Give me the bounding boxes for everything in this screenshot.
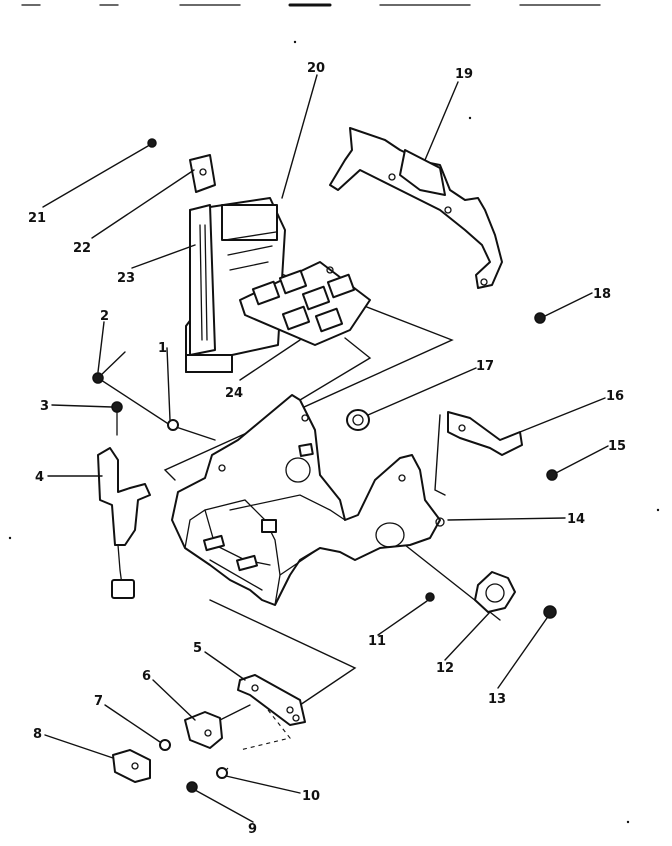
callout-10: 10 (302, 789, 320, 804)
callout-labels: 1 2 3 4 5 6 7 8 9 10 11 12 13 14 15 16 1… (28, 61, 626, 837)
callout-24: 24 (225, 386, 243, 401)
part-21-screw (147, 138, 157, 148)
part-13-nut (543, 605, 557, 619)
callout-9: 9 (248, 822, 257, 837)
callout-1: 1 (158, 341, 167, 356)
callout-11: 11 (368, 634, 386, 649)
callout-4: 4 (35, 470, 44, 485)
callout-22: 22 (73, 241, 91, 256)
scan-specks (8, 40, 660, 824)
callout-15: 15 (608, 439, 626, 454)
callout-17: 17 (476, 359, 494, 374)
part-5-linkage-plate (237, 674, 306, 726)
part-3-screw (111, 401, 123, 436)
callout-16: 16 (606, 389, 624, 404)
part-23-vertical-bracket (185, 197, 286, 373)
callout-18: 18 (593, 287, 611, 302)
callout-13: 13 (488, 692, 506, 707)
part-2-washer (92, 372, 104, 384)
part-4-hanging-bracket (97, 447, 151, 599)
callout-7: 7 (94, 694, 103, 709)
callout-2: 2 (100, 309, 109, 324)
callout-19: 19 (455, 67, 473, 82)
callout-3: 3 (40, 399, 49, 414)
callout-8: 8 (33, 727, 42, 742)
part-12-flange-bearing (474, 571, 516, 613)
part-15-nut (546, 469, 558, 481)
part-7-roller (159, 739, 171, 751)
callout-23: 23 (117, 271, 135, 286)
callout-14: 14 (567, 512, 585, 527)
callout-21: 21 (28, 211, 46, 226)
callout-leaders (42, 74, 609, 823)
part-17-ring (346, 409, 370, 431)
part-9-washer (186, 781, 198, 793)
part-1-pin (167, 419, 179, 431)
part-6-lever-block (184, 704, 251, 749)
part-10-washer (216, 767, 228, 779)
callout-5: 5 (193, 641, 202, 656)
callout-20: 20 (307, 61, 325, 76)
part-16-small-bracket (447, 411, 523, 456)
part-24-switch-board (239, 261, 371, 346)
callout-12: 12 (436, 661, 454, 676)
part-8-plate (112, 749, 151, 783)
part-19-upper-bracket (329, 127, 503, 289)
main-chassis-frame (171, 394, 445, 606)
callout-6: 6 (142, 669, 151, 684)
part-18-nut (534, 312, 546, 324)
part-22-clip (189, 154, 216, 193)
part-11-screw (425, 592, 435, 602)
